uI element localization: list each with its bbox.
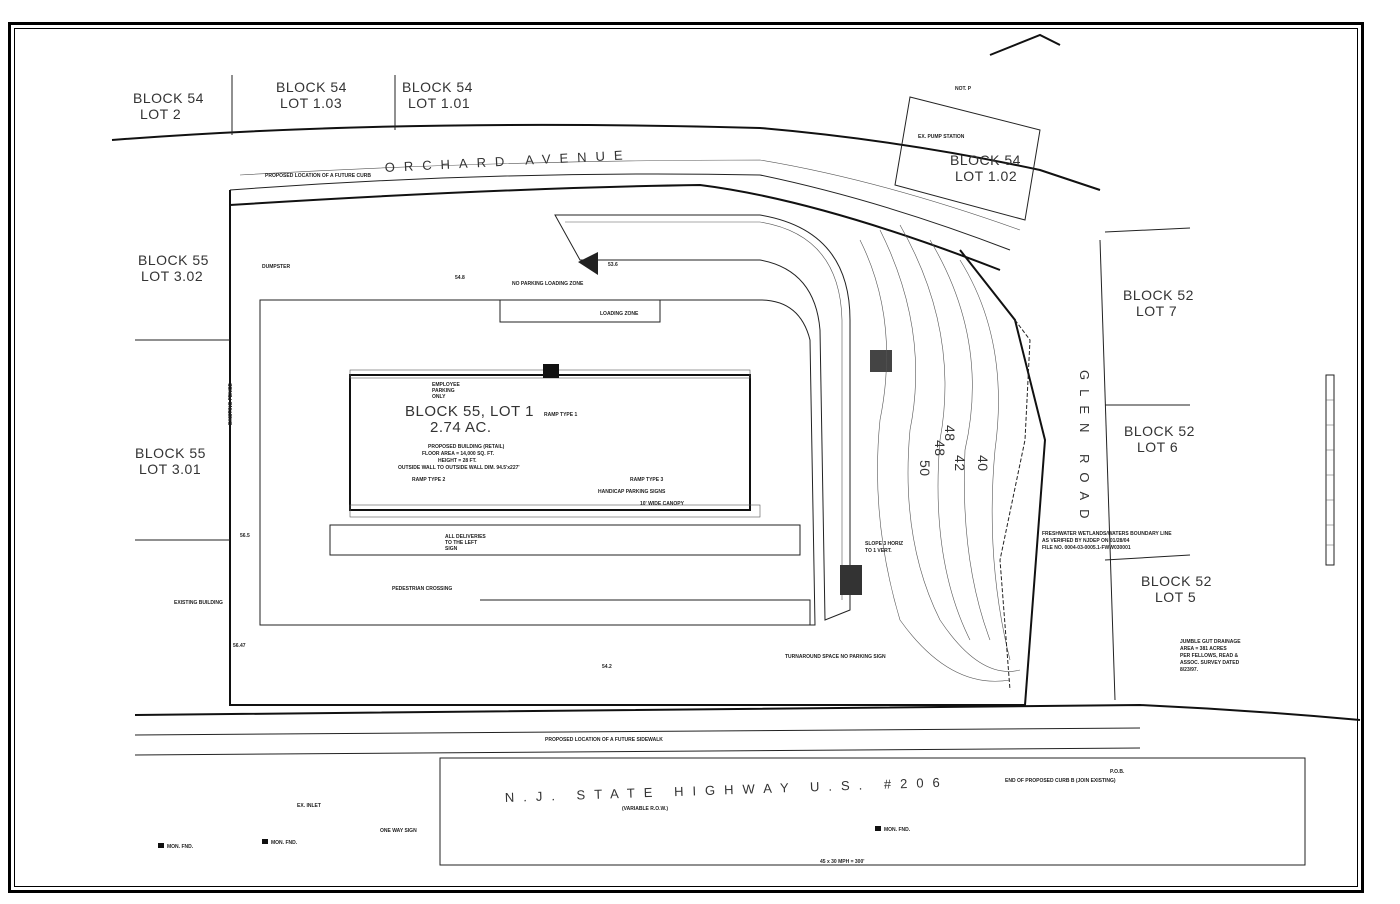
note: ALL DELIVERIES bbox=[445, 534, 486, 540]
lot-label: LOT 1.01 bbox=[408, 95, 470, 111]
note: SIGN bbox=[445, 546, 458, 552]
building-note: HEIGHT = 28 FT. bbox=[438, 458, 477, 464]
note: RAMP TYPE 3 bbox=[630, 477, 663, 483]
note: 10' WIDE CANOPY bbox=[640, 501, 685, 507]
monument-label: MON. FND. bbox=[271, 840, 298, 846]
note: ONLY bbox=[432, 394, 446, 400]
lot-label: LOT 2 bbox=[140, 106, 181, 122]
note: 8/23/97. bbox=[1180, 667, 1199, 673]
building-note: OUTSIDE WALL TO OUTSIDE WALL DIM. 94.5'x… bbox=[398, 465, 520, 471]
note: TO 1 VERT. bbox=[865, 548, 892, 554]
note: EXISTING FENCE bbox=[228, 383, 234, 425]
note: HANDICAP PARKING SIGNS bbox=[598, 489, 666, 495]
road-orchard-avenue: ORCHARD AVENUE bbox=[384, 147, 632, 175]
note: JUMBLE GUT DRAINAGE bbox=[1180, 639, 1241, 645]
lot-label: BLOCK 55 bbox=[138, 252, 209, 268]
highway-row-note: (VARIABLE R.O.W.) bbox=[622, 806, 668, 812]
monument-label: MON. FND. bbox=[167, 844, 194, 850]
north-arrow-label: NOT. P bbox=[955, 86, 972, 92]
note: ONE WAY SIGN bbox=[380, 828, 417, 834]
note: PER FELLOWS, READ & bbox=[1180, 653, 1238, 659]
note: PARKING bbox=[432, 388, 455, 394]
lot-label: BLOCK 54 bbox=[276, 79, 347, 95]
parking-area bbox=[259, 299, 816, 626]
detention-basin bbox=[554, 214, 851, 621]
note: 45 x 30 MPH = 300' bbox=[820, 859, 864, 865]
note: ASSOC. SURVEY DATED bbox=[1180, 660, 1240, 666]
road-highway-206: N.J. STATE HIGHWAY U.S. #206 bbox=[505, 775, 949, 805]
note: PROPOSED LOCATION OF A FUTURE SIDEWALK bbox=[545, 737, 663, 743]
lot-label: LOT 3.01 bbox=[139, 461, 201, 477]
contour-label: 50 bbox=[917, 460, 933, 477]
contour-label: 40 bbox=[975, 455, 991, 472]
note: RAMP TYPE 1 bbox=[544, 412, 577, 418]
note: END OF PROPOSED CURB B (JOIN EXISTING) bbox=[1005, 778, 1116, 784]
note: AREA = 381 ACRES bbox=[1180, 646, 1227, 652]
drawing-frame-inner bbox=[14, 28, 1358, 887]
road-glen-road: GLEN ROAD bbox=[1077, 370, 1092, 528]
building-note: PROPOSED BUILDING (RETAIL) bbox=[428, 444, 505, 450]
site-acreage: 2.74 AC. bbox=[430, 419, 492, 436]
note: EX. INLET bbox=[297, 803, 321, 809]
contour-label: 48 bbox=[942, 425, 958, 442]
dimension: 54.8 bbox=[455, 275, 465, 281]
note: LOADING ZONE bbox=[600, 311, 639, 317]
monument-icon bbox=[262, 839, 268, 844]
drawing-frame-outer bbox=[8, 22, 1364, 893]
lot-label: LOT 1.03 bbox=[280, 95, 342, 111]
lot-label: LOT 3.02 bbox=[141, 268, 203, 284]
lot-label: LOT 1.02 bbox=[955, 168, 1017, 184]
lot-label: BLOCK 54 bbox=[133, 90, 204, 106]
proposed-building bbox=[349, 374, 751, 511]
monument-icon bbox=[158, 843, 164, 848]
note: EX. PUMP STATION bbox=[918, 134, 965, 140]
note: PROPOSED LOCATION OF A FUTURE CURB bbox=[265, 173, 371, 179]
lot-lines bbox=[135, 75, 1191, 701]
lot-label: BLOCK 52 bbox=[1123, 287, 1194, 303]
highway-lines bbox=[134, 703, 1361, 866]
dimension: 56.47 bbox=[233, 643, 246, 649]
note: SLOPE 3 HORIZ bbox=[865, 541, 903, 547]
dimension: 54.2 bbox=[602, 664, 612, 670]
north-arrow-icon bbox=[989, 33, 1061, 56]
lot-label: BLOCK 54 bbox=[950, 152, 1021, 168]
note: TURNAROUND SPACE NO PARKING SIGN bbox=[785, 654, 886, 660]
dimension: 53.6 bbox=[608, 262, 618, 268]
contour-lines bbox=[859, 224, 1031, 691]
contour-label: 42 bbox=[952, 455, 968, 472]
lot-label: LOT 6 bbox=[1137, 439, 1178, 455]
note: RAMP TYPE 2 bbox=[412, 477, 445, 483]
scale-bar bbox=[1325, 374, 1335, 566]
building-note: FLOOR AREA = 14,000 SQ. FT. bbox=[422, 451, 495, 457]
site-lot-label: BLOCK 55, LOT 1 bbox=[405, 403, 534, 420]
canopy-south bbox=[349, 504, 761, 518]
lot-label: LOT 7 bbox=[1136, 303, 1177, 319]
orchard-avenue-lines bbox=[111, 123, 1101, 271]
note: EMPLOYEE bbox=[432, 382, 460, 388]
property-boundary bbox=[229, 190, 1047, 706]
monument-label: MON. FND. bbox=[884, 827, 911, 833]
dimension: 56.5 bbox=[240, 533, 250, 539]
riprap bbox=[840, 565, 862, 595]
note: EXISTING BUILDING bbox=[174, 600, 223, 606]
note: PEDESTRIAN CROSSING bbox=[392, 586, 452, 592]
lot-label: BLOCK 54 bbox=[402, 79, 473, 95]
note: FRESHWATER WETLANDS/WATERS BOUNDARY LINE bbox=[1042, 531, 1172, 537]
note: TO THE LEFT bbox=[445, 540, 477, 546]
lot-label: BLOCK 55 bbox=[135, 445, 206, 461]
monument-icon bbox=[875, 826, 881, 831]
note: AS VERIFIED BY NJDEP ON 01/28/04 bbox=[1042, 538, 1130, 544]
note: NO PARKING LOADING ZONE bbox=[512, 281, 584, 287]
note: DUMPSTER bbox=[262, 264, 290, 270]
note: P.O.B. bbox=[1110, 769, 1125, 775]
lot-label: BLOCK 52 bbox=[1124, 423, 1195, 439]
lot-label: BLOCK 52 bbox=[1141, 573, 1212, 589]
note: FILE NO. 0004-03-0005.1-FWW030001 bbox=[1042, 545, 1131, 551]
lot-label: LOT 5 bbox=[1155, 589, 1196, 605]
contour-label: 48 bbox=[932, 440, 948, 457]
